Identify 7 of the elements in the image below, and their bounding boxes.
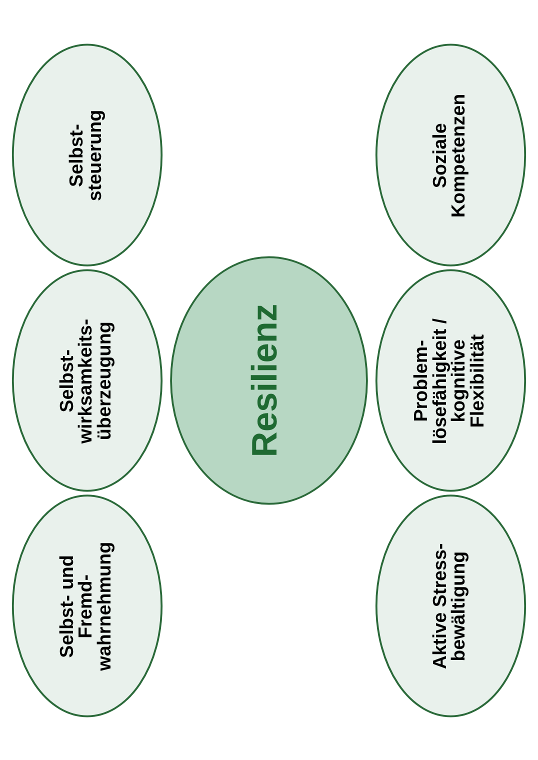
node-ellipse: Problem- lösefähigkeit / kognitive Flexibilität — [375, 268, 526, 492]
node-ellipse: Selbst- steuerung — [12, 43, 163, 266]
node-ellipse: Soziale Kompetenzen — [375, 43, 526, 266]
node-ellipse: Selbst- und Fremd- wahrnehmung — [12, 494, 163, 717]
node-ellipse: Selbst- wirksamkeits- überzeugung — [12, 268, 163, 492]
node-ellipse: Resilienz — [170, 256, 368, 504]
node-ellipse: Aktive Stress- bewältigung — [375, 494, 526, 717]
